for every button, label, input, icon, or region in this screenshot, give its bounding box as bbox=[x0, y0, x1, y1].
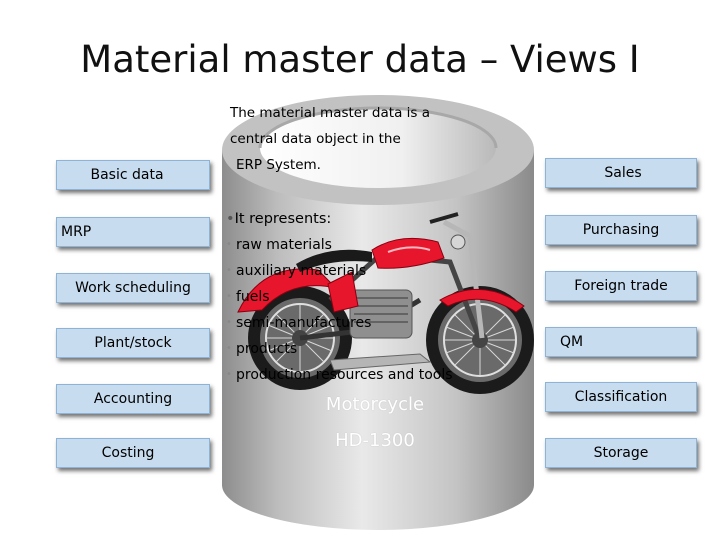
view-purchasing[interactable]: Purchasing bbox=[545, 215, 697, 245]
bullet-icon: • bbox=[226, 291, 232, 302]
slide-title: Material master data – Views I bbox=[80, 38, 640, 81]
bullet-icon: • bbox=[226, 239, 232, 250]
represents-list: • It represents: •raw materials •auxiliar… bbox=[226, 206, 453, 388]
motorcycle-image bbox=[237, 212, 534, 394]
view-storage[interactable]: Storage bbox=[545, 438, 697, 468]
view-work-scheduling[interactable]: Work scheduling bbox=[56, 273, 210, 303]
list-item: •raw materials bbox=[226, 232, 453, 258]
list-item: •production resources and tools bbox=[226, 362, 453, 388]
description-line: The material master data is a bbox=[230, 105, 430, 121]
list-item: •fuels bbox=[226, 284, 453, 310]
view-mrp[interactable]: MRP bbox=[56, 217, 210, 247]
bullet-icon: • bbox=[226, 265, 232, 276]
view-accounting[interactable]: Accounting bbox=[56, 384, 210, 414]
bullet-icon: • bbox=[226, 317, 232, 328]
list-item: •semi-manufactures bbox=[226, 310, 453, 336]
view-sales[interactable]: Sales bbox=[545, 158, 697, 188]
list-item: •products bbox=[226, 336, 453, 362]
motorcycle-label-name: Motorcycle bbox=[325, 394, 425, 415]
bullet-icon: • bbox=[226, 369, 232, 380]
motorcycle-label-model: HD-1300 bbox=[335, 430, 415, 451]
list-item: •auxiliary materials bbox=[226, 258, 453, 284]
description-text: The material master data is a central da… bbox=[230, 100, 430, 178]
view-classification[interactable]: Classification bbox=[545, 382, 697, 412]
view-plant-stock[interactable]: Plant/stock bbox=[56, 328, 210, 358]
view-qm[interactable]: QM bbox=[545, 327, 697, 357]
bullet-icon: • bbox=[226, 343, 232, 354]
description-line: central data object in the bbox=[230, 131, 401, 147]
view-basic-data[interactable]: Basic data bbox=[56, 160, 210, 190]
description-line: ERP System. bbox=[236, 157, 321, 173]
represents-heading: It represents: bbox=[234, 211, 332, 227]
view-costing[interactable]: Costing bbox=[56, 438, 210, 468]
view-foreign-trade[interactable]: Foreign trade bbox=[545, 271, 697, 301]
